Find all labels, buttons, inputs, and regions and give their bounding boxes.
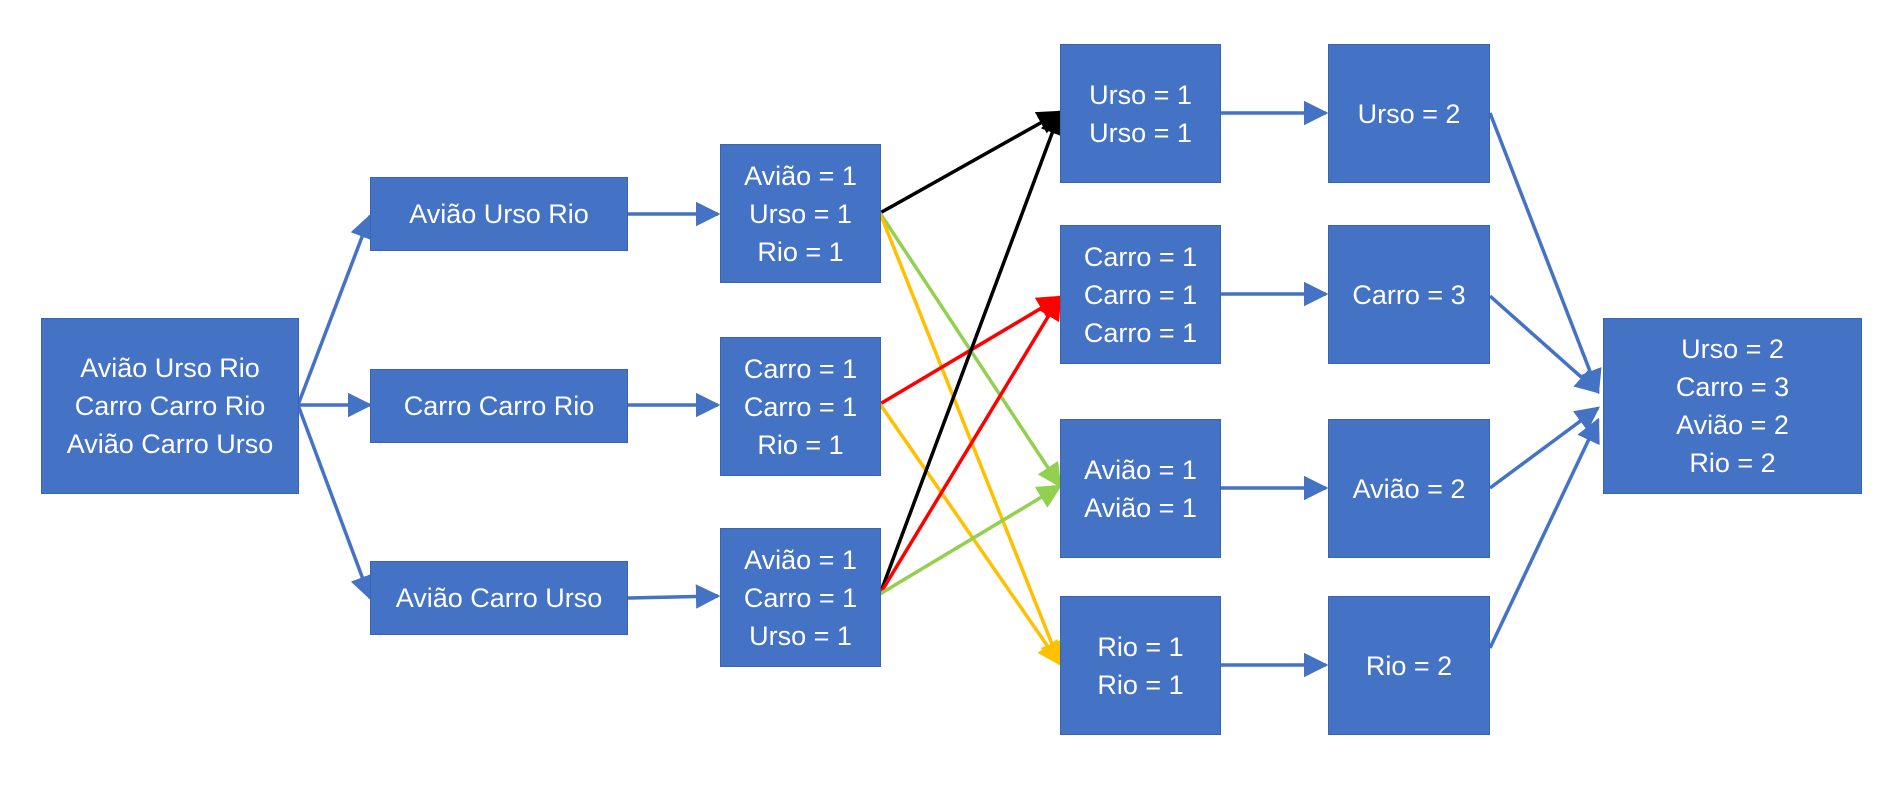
reduce-node-aviao: Avião = 2 bbox=[1328, 419, 1490, 558]
split-3-line-1: Avião Carro Urso bbox=[395, 583, 603, 613]
shuffle-node-urso: Urso = 1 Urso = 1 bbox=[1060, 44, 1221, 183]
shuffle-carro-line-1: Carro = 1 bbox=[1083, 241, 1198, 272]
edge-reduce-to-result-4 bbox=[1488, 417, 1600, 649]
map-2-line-3: Rio = 1 bbox=[757, 429, 844, 460]
result-line-1: Urso = 2 bbox=[1681, 334, 1784, 364]
input-line-2: Carro Carro Rio bbox=[74, 391, 266, 421]
edge-reduce-to-result-3 bbox=[1488, 406, 1600, 490]
result-line-3: Avião = 2 bbox=[1676, 410, 1789, 440]
shuffle-aviao-line-2: Avião = 1 bbox=[1084, 492, 1197, 523]
reduce-node-urso: Urso = 2 bbox=[1328, 44, 1490, 183]
shuffle-aviao-line-1: Avião = 1 bbox=[1084, 454, 1197, 485]
map-2-line-2: Carro = 1 bbox=[743, 391, 858, 422]
split-2-line-1: Carro Carro Rio bbox=[403, 391, 595, 421]
split-1-line-1: Avião Urso Rio bbox=[409, 199, 589, 229]
reduce-aviao-line-1: Avião = 2 bbox=[1352, 473, 1466, 504]
edge-input-to-split-1 bbox=[296, 213, 374, 406]
map-node-3: Avião = 1 Carro = 1 Urso = 1 bbox=[720, 528, 881, 667]
edge-map3-to-aviao bbox=[879, 484, 1063, 596]
map-3-line-3: Urso = 1 bbox=[749, 620, 852, 651]
map-1-line-2: Urso = 1 bbox=[749, 198, 852, 229]
shuffle-node-carro: Carro = 1 Carro = 1 Carro = 1 bbox=[1060, 225, 1221, 364]
shuffle-urso-line-2: Urso = 1 bbox=[1089, 117, 1192, 148]
edge-map2-to-rio bbox=[878, 403, 1062, 667]
map-3-line-1: Avião = 1 bbox=[744, 544, 857, 575]
edge-input-to-split-3 bbox=[296, 404, 374, 601]
map-node-1: Avião = 1 Urso = 1 Rio = 1 bbox=[720, 144, 881, 283]
edge-split-to-map-3 bbox=[627, 584, 721, 609]
input-node: Avião Urso Rio Carro Carro Rio Avião Car… bbox=[41, 318, 299, 494]
result-line-2: Carro = 3 bbox=[1675, 372, 1790, 402]
input-node-text: Avião Urso Rio Carro Carro Rio Avião Car… bbox=[67, 349, 274, 463]
edge-reduce-to-result-1 bbox=[1488, 112, 1602, 395]
split-node-2: Carro Carro Rio bbox=[370, 369, 628, 443]
shuffle-node-rio: Rio = 1 Rio = 1 bbox=[1060, 596, 1221, 735]
reduce-urso-line-1: Urso = 2 bbox=[1357, 98, 1461, 129]
split-node-3: Avião Carro Urso bbox=[370, 561, 628, 635]
result-line-4: Rio = 2 bbox=[1689, 448, 1776, 478]
edge-map3-to-carro bbox=[878, 294, 1062, 595]
input-line-1: Avião Urso Rio bbox=[80, 353, 260, 383]
shuffle-node-aviao: Avião = 1 Avião = 1 bbox=[1060, 419, 1221, 558]
reduce-carro-line-1: Carro = 3 bbox=[1352, 279, 1466, 310]
map-2-line-1: Carro = 1 bbox=[743, 353, 858, 384]
map-node-2: Carro = 1 Carro = 1 Rio = 1 bbox=[720, 337, 881, 476]
edge-reduce-to-result-2 bbox=[1488, 294, 1600, 394]
input-line-3: Avião Carro Urso bbox=[66, 429, 274, 459]
edge-map3-to-urso bbox=[878, 109, 1064, 595]
reduce-node-carro: Carro = 3 bbox=[1328, 225, 1490, 364]
edge-map1-to-rio bbox=[878, 212, 1064, 667]
reduce-rio-line-1: Rio = 2 bbox=[1365, 650, 1453, 681]
map-1-line-3: Rio = 1 bbox=[757, 236, 844, 267]
shuffle-carro-line-3: Carro = 1 bbox=[1083, 317, 1198, 348]
shuffle-urso-line-1: Urso = 1 bbox=[1089, 79, 1192, 110]
map-3-line-2: Carro = 1 bbox=[743, 582, 858, 613]
shuffle-carro-line-2: Carro = 1 bbox=[1083, 279, 1198, 310]
split-node-1: Avião Urso Rio bbox=[370, 177, 628, 251]
shuffle-rio-line-1: Rio = 1 bbox=[1097, 631, 1184, 662]
reduce-node-rio: Rio = 2 bbox=[1328, 596, 1490, 735]
shuffle-rio-line-2: Rio = 1 bbox=[1097, 669, 1184, 700]
edge-map1-to-urso bbox=[879, 110, 1063, 215]
map-1-line-1: Avião = 1 bbox=[744, 160, 857, 191]
result-node: Urso = 2 Carro = 3 Avião = 2 Rio = 2 bbox=[1603, 318, 1862, 494]
